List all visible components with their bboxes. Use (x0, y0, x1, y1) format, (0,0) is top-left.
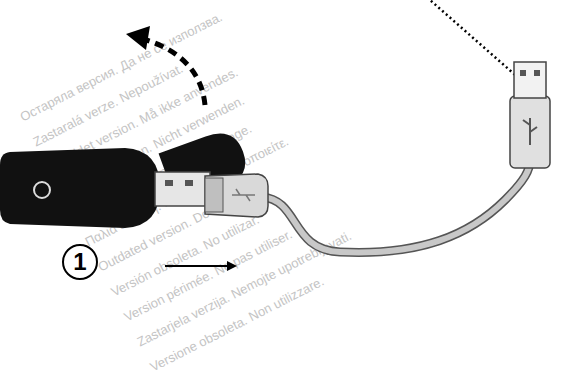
plug-hole (185, 180, 193, 186)
plug-hole (165, 180, 173, 186)
connector-mouth (205, 178, 223, 212)
cable-highlight (262, 160, 530, 252)
female-connector (205, 174, 268, 217)
dongle-body (0, 148, 160, 228)
cable (262, 160, 530, 252)
usb-plug (155, 172, 210, 206)
removal-arrow (140, 38, 205, 105)
dongle-logo (34, 182, 50, 198)
callout-circle: 1 (62, 244, 98, 280)
usb-symbol (523, 118, 537, 145)
insert-arrow (165, 265, 232, 267)
usb-symbol (232, 189, 255, 201)
plug-hole (534, 70, 540, 76)
callout-number: 1 (73, 250, 86, 274)
plug-hole (520, 70, 526, 76)
usb-male-housing (510, 96, 550, 168)
watermark-text: Остаряла версия. Да не се използва. (18, 10, 224, 124)
usb-male-metal (514, 62, 546, 98)
arrow-head (126, 26, 150, 50)
